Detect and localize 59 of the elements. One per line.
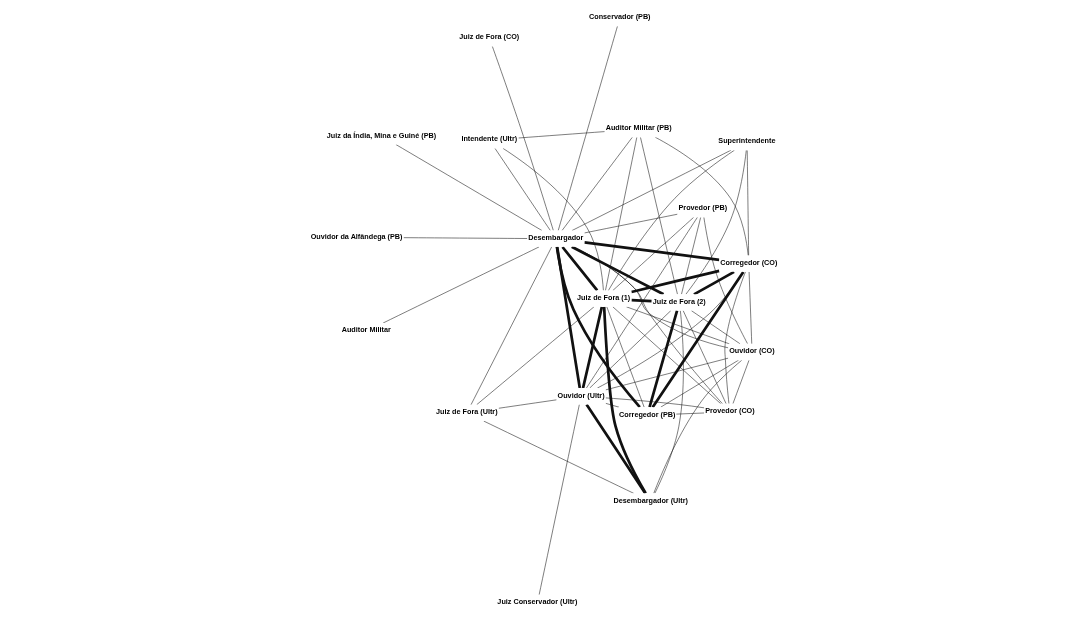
node-text: Auditor Militar xyxy=(341,325,391,335)
connector xyxy=(558,25,618,231)
connector xyxy=(518,131,605,139)
connector xyxy=(581,306,604,389)
node-box: Desembargador xyxy=(527,230,585,247)
node-text: Corregedor (CO) xyxy=(720,257,778,267)
connector xyxy=(612,306,721,404)
connector xyxy=(605,137,638,291)
connector xyxy=(584,213,678,234)
connector xyxy=(681,217,701,295)
connector xyxy=(612,217,694,291)
connector xyxy=(602,306,647,494)
connector xyxy=(605,397,705,409)
connector xyxy=(660,359,739,408)
connector xyxy=(675,412,705,415)
connector xyxy=(746,150,749,256)
connector xyxy=(555,246,582,389)
node-text: Desembargador (Ultr) xyxy=(613,495,688,505)
connector xyxy=(584,241,720,262)
connector xyxy=(653,359,743,494)
connector xyxy=(492,46,554,231)
connector xyxy=(626,306,730,345)
connector xyxy=(605,357,729,391)
node-text: Ouvidor da Alfândega (PB) xyxy=(310,231,403,241)
node-text: Provedor (CO) xyxy=(705,406,755,416)
connector xyxy=(605,403,620,408)
connector xyxy=(682,310,727,404)
connector xyxy=(640,137,678,295)
node-text: Intendente (Ultr) xyxy=(461,134,518,144)
connector xyxy=(655,137,749,256)
connector xyxy=(586,217,698,389)
node-text: Juiz de Fora (Ultr) xyxy=(436,407,498,417)
connector xyxy=(724,271,746,404)
node-text: Juiz Conservador (Ultr) xyxy=(497,597,578,607)
node-text: Provedor (PB) xyxy=(678,203,728,213)
node-text: Superintendente xyxy=(718,136,776,146)
connector xyxy=(608,149,735,291)
connector xyxy=(693,270,735,296)
connector xyxy=(631,269,720,294)
node-text: Corregedor (PB) xyxy=(619,409,676,419)
connector xyxy=(703,217,748,344)
connector xyxy=(571,245,665,296)
connector xyxy=(654,310,684,494)
connector xyxy=(691,310,741,345)
connector xyxy=(561,246,599,292)
connector xyxy=(631,298,652,303)
connector xyxy=(606,306,645,408)
node-text: Juiz da Índia, Mina e Guiné (PB) xyxy=(326,130,437,140)
connector xyxy=(648,310,679,408)
node-text: Juiz de Fora (CO) xyxy=(459,32,520,42)
node-text: Ouvidor (Ultr) xyxy=(557,390,605,400)
connector xyxy=(589,310,672,389)
connector xyxy=(502,148,604,291)
node-text: Conservador (PB) xyxy=(589,12,651,22)
connector xyxy=(685,150,747,295)
connector xyxy=(476,306,595,405)
connector xyxy=(538,404,580,595)
connector xyxy=(585,403,647,495)
node-text: Auditor Militar (PB) xyxy=(605,123,672,133)
